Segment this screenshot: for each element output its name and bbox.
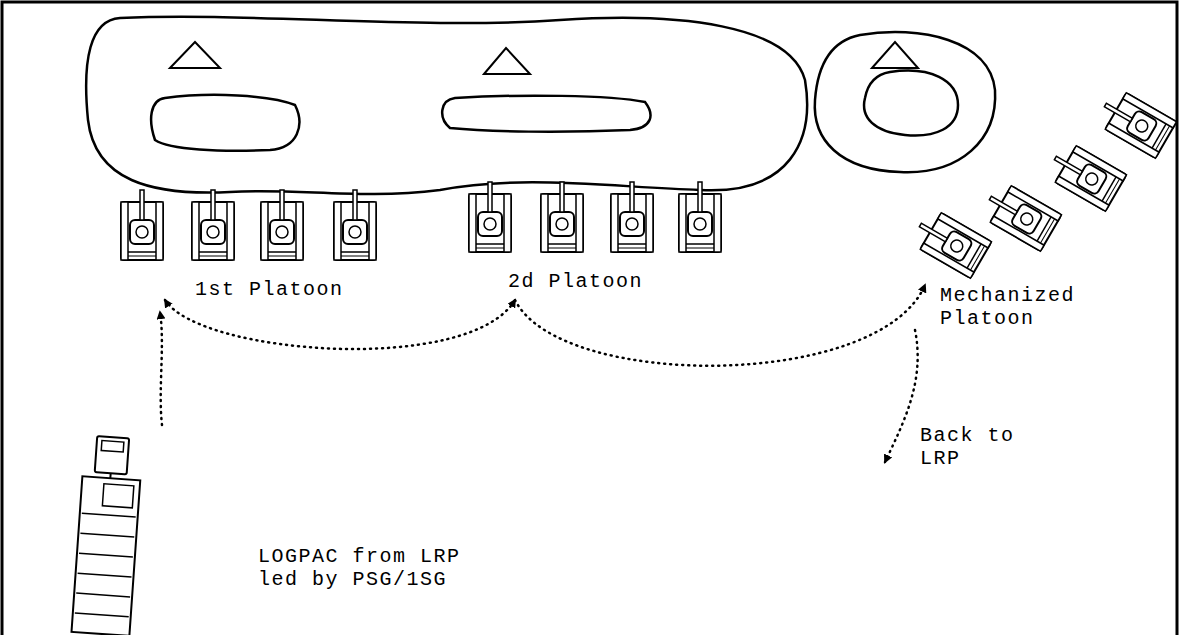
terrain-contour [442, 96, 650, 132]
hilltop-symbol [484, 48, 530, 74]
tank-symbol [121, 190, 163, 260]
tank-symbol [192, 190, 234, 260]
tank-symbol [679, 182, 721, 252]
text-label: Back to LRP [920, 424, 1020, 470]
terrain-contour [864, 71, 958, 136]
hilltop-symbol [872, 42, 918, 68]
text-label: Mechanized Platoon [940, 284, 1090, 330]
vehicle-symbol [980, 180, 1062, 251]
terrain-outline [86, 17, 807, 194]
vehicle-symbol [1045, 140, 1127, 211]
tank-symbol [611, 182, 653, 252]
tank-symbol [261, 190, 303, 260]
tank-symbol [541, 182, 583, 252]
vehicle-symbol [1095, 87, 1177, 158]
text-label: 1st Platoon [195, 278, 395, 301]
terrain-contour [151, 95, 299, 151]
text-label: LOGPAC from LRP led by PSG/1SG [258, 545, 473, 591]
tank-symbol [469, 182, 511, 252]
vehicle-symbol [910, 207, 992, 278]
text-label: 2d Platoon [508, 270, 708, 293]
hilltop-symbol [170, 42, 220, 68]
route-arrow [160, 285, 925, 462]
terrain-outline [815, 32, 995, 172]
logpac-truck [72, 435, 144, 635]
tank-symbol [334, 190, 376, 260]
